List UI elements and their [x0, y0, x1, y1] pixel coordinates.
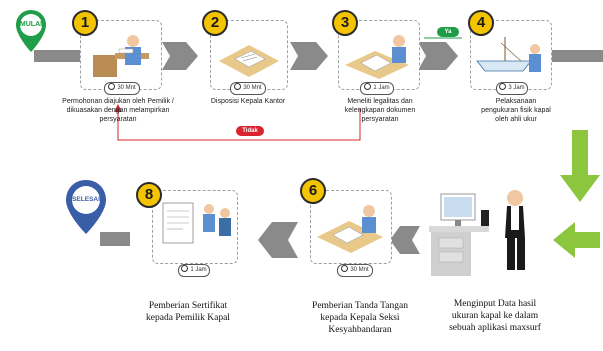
duration-text: 30 Mnt — [117, 85, 136, 91]
return-loop-arrowhead — [114, 104, 122, 112]
duration-text: 30 Mnt — [243, 85, 262, 91]
step-2-card — [210, 20, 288, 90]
left-arrow-green — [553, 222, 600, 258]
flow-arrow-3-4 — [418, 42, 458, 70]
down-arrow-green — [560, 130, 600, 202]
location-pin-icon — [66, 180, 106, 234]
location-pin-icon — [16, 10, 46, 52]
applicant-at-desk-icon — [93, 35, 149, 77]
step-badge: 8 — [136, 182, 162, 208]
no-pill: Tidak — [236, 126, 264, 136]
flow-arrow-5-6 — [390, 226, 420, 254]
clock-icon — [234, 82, 242, 90]
step-6-card — [310, 190, 392, 264]
start-label: MULAI — [19, 21, 43, 28]
operator-at-computer-illustration — [429, 190, 525, 276]
return-loop-line — [117, 108, 361, 141]
step-badge: 3 — [332, 10, 358, 36]
step-caption: Pelaksanaan pengukuran fisik kapal oleh … — [481, 98, 551, 123]
duration-pill: 1 Jam — [360, 82, 394, 95]
duration-text: 1 Jam — [190, 267, 207, 273]
ship-and-surveyor-icon — [476, 37, 541, 72]
duration-text: 1 Jam — [373, 85, 390, 91]
duration-pill: 30 Mnt — [230, 82, 266, 95]
flow-band-1 — [34, 50, 90, 62]
duration-pill: 30 Mnt — [337, 264, 373, 277]
flow-arrow-1-2 — [162, 42, 198, 70]
end-pin: SELESAI — [64, 178, 108, 236]
step-caption: Pemberian Tanda Tangan kepada Kepala Sek… — [312, 301, 408, 335]
clock-icon — [108, 82, 116, 90]
step-caption: Permohonan diajukan oleh Pemilik / dikua… — [62, 98, 174, 123]
flow-arrow-2-3 — [290, 42, 328, 70]
clock-icon — [341, 264, 349, 272]
signing-document-icon — [317, 205, 383, 253]
officer-checking-documents-icon — [345, 35, 409, 79]
clock-icon — [181, 264, 189, 272]
step-caption: Disposisi Kepala Kantor — [210, 98, 286, 105]
duration-pill: 1 Jam — [178, 264, 210, 277]
documents-on-desk-icon — [219, 45, 279, 77]
clock-icon — [499, 82, 507, 90]
start-pin: MULAI — [14, 8, 48, 54]
step-caption: Pemberian Sertifikat kepada Pemilik Kapa… — [146, 301, 230, 323]
step-3-card — [338, 20, 420, 90]
yes-pill: Ya — [437, 27, 459, 37]
clock-icon — [364, 82, 372, 90]
step-badge: 1 — [72, 10, 98, 36]
end-label: SELESAI — [72, 196, 100, 203]
duration-text: 3 Jam — [508, 85, 525, 91]
duration-pill: 30 Mnt — [104, 82, 140, 95]
step-badge: 2 — [202, 10, 228, 36]
duration-pill: 3 Jam — [496, 82, 528, 95]
certificate-handover-icon — [162, 202, 231, 244]
step-caption: Meneliti legalitas dan kelengkapan dokum… — [344, 98, 416, 123]
flow-arrow-6-8 — [258, 222, 298, 258]
step-badge: 4 — [468, 10, 494, 36]
flow-band-end — [100, 232, 130, 246]
step-8-card — [152, 190, 238, 264]
duration-text: 30 Mnt — [350, 267, 369, 273]
step-caption-operator: Menginput Data hasil ukuran kapal ke dal… — [449, 299, 541, 333]
step-badge: 6 — [300, 178, 326, 204]
